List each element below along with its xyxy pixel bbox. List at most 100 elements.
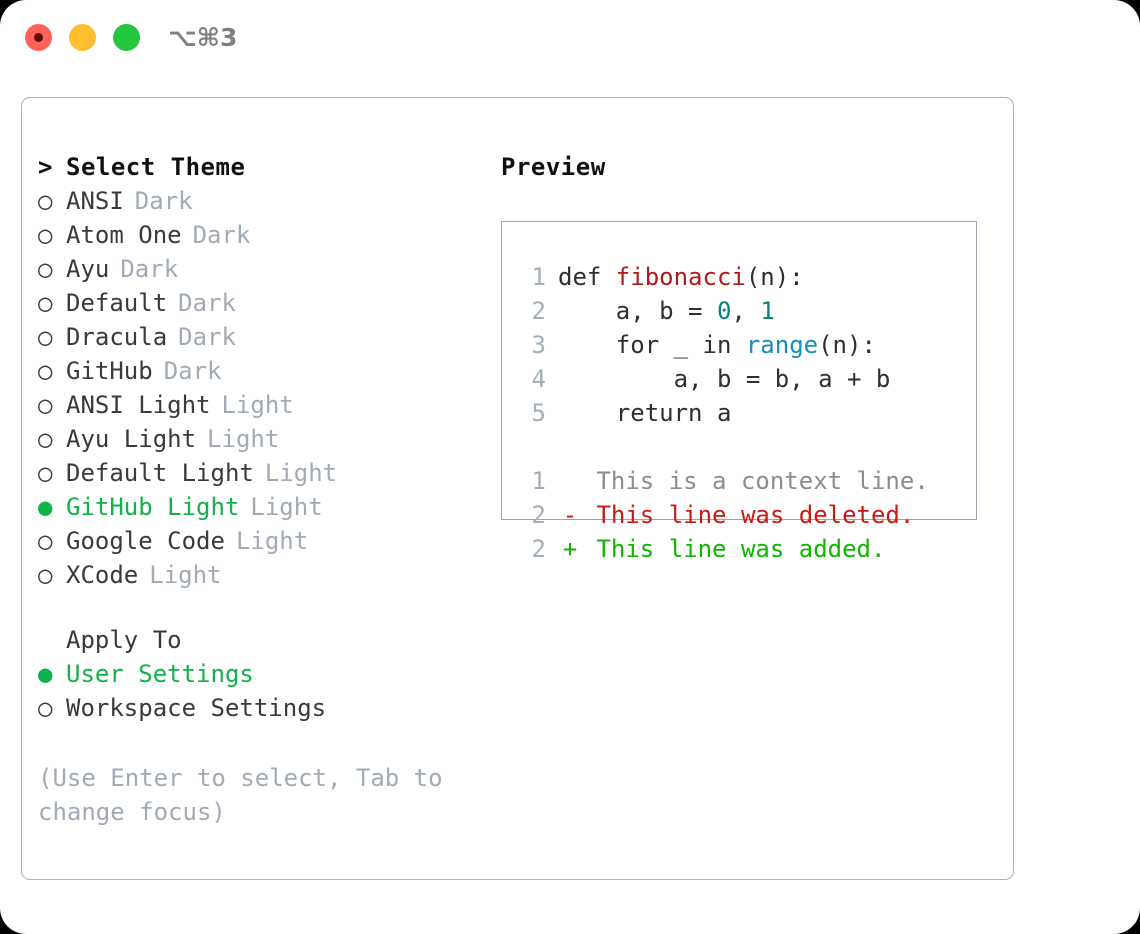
diff-line: 2 + This line was added.	[502, 532, 976, 566]
apply-to-title: Apply To	[66, 626, 182, 654]
theme-list-item[interactable]: ○ Dracula Dark	[38, 320, 478, 354]
code-token-plain: (n):	[818, 331, 876, 359]
theme-name: GitHub	[66, 357, 153, 385]
theme-name: Atom One	[66, 221, 182, 249]
theme-name: Dracula	[66, 323, 168, 351]
code-line-content: def fibonacci(n):	[558, 260, 804, 294]
code-line: 2 a, b = 0, 1	[502, 294, 976, 328]
radio-unselected-icon: ○	[38, 323, 53, 351]
theme-list-item[interactable]: ○ Ayu Light Light	[38, 422, 478, 456]
code-line-content: return a	[558, 396, 732, 430]
radio-unselected-icon: ○	[38, 694, 53, 722]
theme-name: Google Code	[66, 527, 225, 555]
theme-name: ANSI Light	[66, 391, 211, 419]
apply-to-option[interactable]: ○ Workspace Settings	[38, 691, 478, 725]
code-token-plain: a, b = b, a + b	[558, 365, 891, 393]
code-line: 5 return a	[502, 396, 976, 430]
code-token-plain: (n):	[745, 263, 804, 291]
theme-variant-badge: Light	[235, 527, 309, 555]
theme-variant-badge: Dark	[134, 187, 193, 215]
code-line-content: a, b = b, a + b	[558, 362, 891, 396]
theme-variant-badge: Dark	[178, 289, 236, 317]
apply-to-option[interactable]: ●User Settings	[38, 657, 478, 691]
radio-selected-icon: ●	[38, 493, 53, 521]
title-bar: ⌥⌘3	[0, 0, 1140, 78]
theme-variant-badge: Light	[221, 391, 294, 419]
apply-to-label: Workspace Settings	[66, 694, 327, 722]
diff-sample: 1 This is a context line.2- This line wa…	[502, 464, 976, 566]
radio-unselected-icon: ○	[38, 221, 53, 249]
theme-variant-badge: Dark	[178, 323, 236, 351]
radio-unselected-icon: ○	[38, 459, 53, 487]
line-number: 2	[531, 535, 546, 563]
theme-variant-badge: Dark	[163, 357, 222, 385]
theme-name: Default Light	[66, 459, 254, 487]
preview-title: Preview	[501, 153, 606, 181]
maximize-button[interactable]	[113, 24, 140, 51]
theme-name: Ayu Light	[66, 425, 197, 453]
radio-unselected-icon: ○	[38, 391, 53, 419]
theme-variant-badge: Dark	[120, 255, 179, 283]
theme-name: Ayu	[66, 255, 110, 283]
minimize-button[interactable]	[69, 24, 96, 51]
radio-selected-icon: ●	[38, 660, 53, 688]
code-token-function: fibonacci	[615, 263, 746, 291]
radio-unselected-icon: ○	[38, 187, 53, 215]
diff-line-text: This line was added.	[582, 535, 886, 563]
code-token-plain: ,	[731, 297, 761, 325]
theme-name: ANSI	[66, 187, 124, 215]
close-button[interactable]	[25, 24, 52, 51]
select-theme-header: > Select Theme	[38, 150, 478, 184]
code-token-plain: for _ in	[558, 331, 746, 359]
diff-sign	[558, 464, 582, 498]
theme-variant-badge: Light	[207, 425, 280, 453]
theme-list-item[interactable]: ○ Ayu Dark	[38, 252, 478, 286]
code-token-number: 1	[760, 297, 775, 325]
radio-unselected-icon: ○	[38, 255, 53, 283]
diff-sign: +	[562, 535, 578, 563]
theme-variant-badge: Light	[250, 493, 323, 521]
code-token-call: range	[745, 331, 819, 359]
apply-to-list: ●User Settings ○ Workspace Settings	[38, 657, 478, 725]
line-number: 3	[531, 331, 546, 359]
theme-list-item[interactable]: ○ ANSI Dark	[38, 184, 478, 218]
theme-name: XCode	[66, 561, 139, 589]
prompt-caret-icon: >	[38, 153, 53, 181]
code-token-plain: return a	[558, 399, 732, 427]
diff-line-text: This line was deleted.	[582, 501, 915, 529]
theme-list-item[interactable]: ○ Atom One Dark	[38, 218, 478, 252]
keyboard-hint-text: (Use Enter to select, Tab to change focu…	[38, 764, 458, 826]
select-theme-title: Select Theme	[66, 153, 246, 181]
line-number: 1	[531, 467, 546, 495]
code-line: 4 a, b = b, a + b	[502, 362, 976, 396]
theme-variant-badge: Light	[149, 561, 222, 589]
theme-list-item[interactable]: ○ ANSI Light Light	[38, 388, 478, 422]
theme-name: GitHub Light	[66, 493, 240, 521]
traffic-lights	[25, 24, 140, 51]
theme-list-item[interactable]: ○ GitHub Dark	[38, 354, 478, 388]
theme-name: Default	[66, 289, 168, 317]
preview-spacer	[502, 430, 976, 464]
apply-to-header-marker	[38, 623, 66, 657]
line-number: 4	[531, 365, 546, 393]
line-number: 2	[531, 501, 546, 529]
theme-list-item[interactable]: ● GitHub Light Light	[38, 490, 478, 524]
diff-sign: -	[562, 501, 578, 529]
radio-unselected-icon: ○	[38, 425, 53, 453]
keyboard-shortcut-label: ⌥⌘3	[168, 23, 238, 52]
code-line-content: a, b = 0, 1	[558, 294, 775, 328]
theme-variant-badge: Dark	[192, 221, 251, 249]
line-number: 2	[531, 297, 546, 325]
code-token-plain: def	[558, 263, 616, 291]
radio-unselected-icon: ○	[38, 357, 53, 385]
